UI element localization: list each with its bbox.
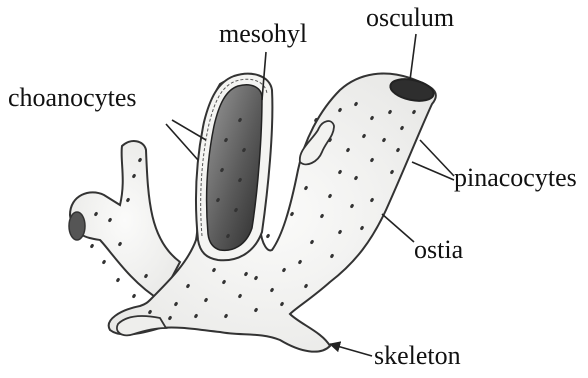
label-osculum: osculum [366,4,454,32]
skeleton-leader [330,344,372,356]
pore-dot [102,259,107,264]
label-choanocytes: choanocytes [8,84,137,112]
pore-dot [132,293,137,298]
choanocytes-leader-2 [166,124,198,160]
left-branch [70,141,180,300]
lower-left-branch [117,316,166,335]
pore-dot [266,233,271,238]
left-branch-opening [69,212,85,240]
ostia-leader [382,214,414,242]
label-pinacocytes: pinacocytes [454,164,577,192]
pinacocytes-leader-1 [420,140,454,176]
label-ostia: ostia [414,236,463,264]
pinacocytes-leader-2 [412,162,454,180]
pore-dot [90,243,95,248]
sponge-body [69,74,436,352]
label-mesohyl: mesohyl [219,20,307,48]
osculum-leader [410,34,416,80]
pore-dot [116,277,121,282]
label-skeleton: skeleton [374,342,461,370]
